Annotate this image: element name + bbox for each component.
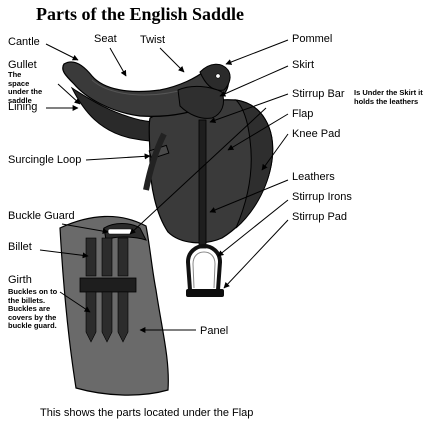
arrow-skirt — [219, 65, 289, 97]
stirrup-pad-shape — [186, 289, 224, 297]
buckle-guard-highlight — [107, 228, 133, 235]
label-stirrup-pad: Stirrup Pad — [292, 211, 348, 223]
saddle-pommel-nail — [215, 73, 221, 79]
arrow-knee-pad — [261, 133, 289, 171]
label-leathers: Leathers — [292, 171, 335, 183]
arrow-twist — [159, 47, 185, 73]
label-skirt: Skirt — [292, 59, 314, 71]
label-gullet: Gullet — [8, 59, 37, 71]
arrow-stirrup-irons — [217, 199, 289, 257]
arrow-pommel — [225, 39, 289, 65]
label-flap: Flap — [292, 108, 314, 120]
note-girth: Buckles on to the billets. Buckles are c… — [8, 287, 58, 330]
billet-strap-2 — [101, 237, 113, 277]
saddle-knee-pad-shape — [234, 99, 274, 229]
stirrup-leather-shape — [198, 119, 207, 249]
under-flap-panel-shape — [59, 215, 169, 396]
label-cantle: Cantle — [8, 36, 40, 48]
girth-strap-1 — [85, 291, 97, 343]
arrow-seat — [109, 47, 127, 77]
arrow-girth — [59, 291, 91, 313]
arrow-gullet — [57, 83, 81, 105]
arrow-buckle-guard — [61, 223, 109, 235]
arrow-surcingle-loop — [85, 153, 151, 161]
saddle-pommel-shape — [199, 63, 231, 91]
arrow-cantle — [45, 43, 79, 61]
arrow-flap — [227, 113, 289, 151]
diagram-title: Parts of the English Saddle — [36, 4, 245, 24]
arrow-stirrup-pad — [223, 219, 289, 289]
billet-strap-3 — [117, 237, 129, 277]
saddle-skirt-shape — [177, 85, 225, 119]
label-panel: Panel — [200, 325, 229, 337]
note-stirrup-bar: Is Under the Skirt it holds the leathers — [354, 88, 423, 106]
label-surcingle-loop: Surcingle Loop — [8, 154, 82, 166]
arrow-leathers — [209, 179, 289, 213]
girth-buckle-band — [79, 277, 137, 293]
billet-strap-1 — [85, 237, 97, 277]
label-stirrup-bar: Stirrup Bar — [292, 88, 345, 100]
label-lining: Lining — [8, 101, 38, 113]
arrow-billet — [39, 249, 89, 259]
note-gullet: The space under the saddle — [8, 70, 43, 105]
label-twist: Twist — [140, 34, 166, 46]
label-girth: Girth — [8, 274, 32, 286]
label-knee-pad: Knee Pad — [292, 128, 341, 140]
stirrup-iron-inner — [192, 251, 216, 289]
saddle-rear-strap — [143, 132, 167, 191]
girth-strap-2 — [101, 291, 113, 343]
label-pommel: Pommel — [292, 33, 333, 45]
girth-strap-3 — [117, 291, 129, 343]
label-billet: Billet — [8, 241, 32, 253]
saddle-seam-line — [91, 79, 191, 96]
label-stirrup-irons: Stirrup Irons — [292, 191, 352, 203]
diagram-caption: This shows the parts located under the F… — [40, 407, 254, 419]
arrow-stirrup-bar — [209, 93, 289, 123]
arrow-under-flap — [129, 107, 267, 235]
label-buckle-guard: Buckle Guard — [8, 210, 75, 222]
label-seat: Seat — [94, 33, 117, 45]
